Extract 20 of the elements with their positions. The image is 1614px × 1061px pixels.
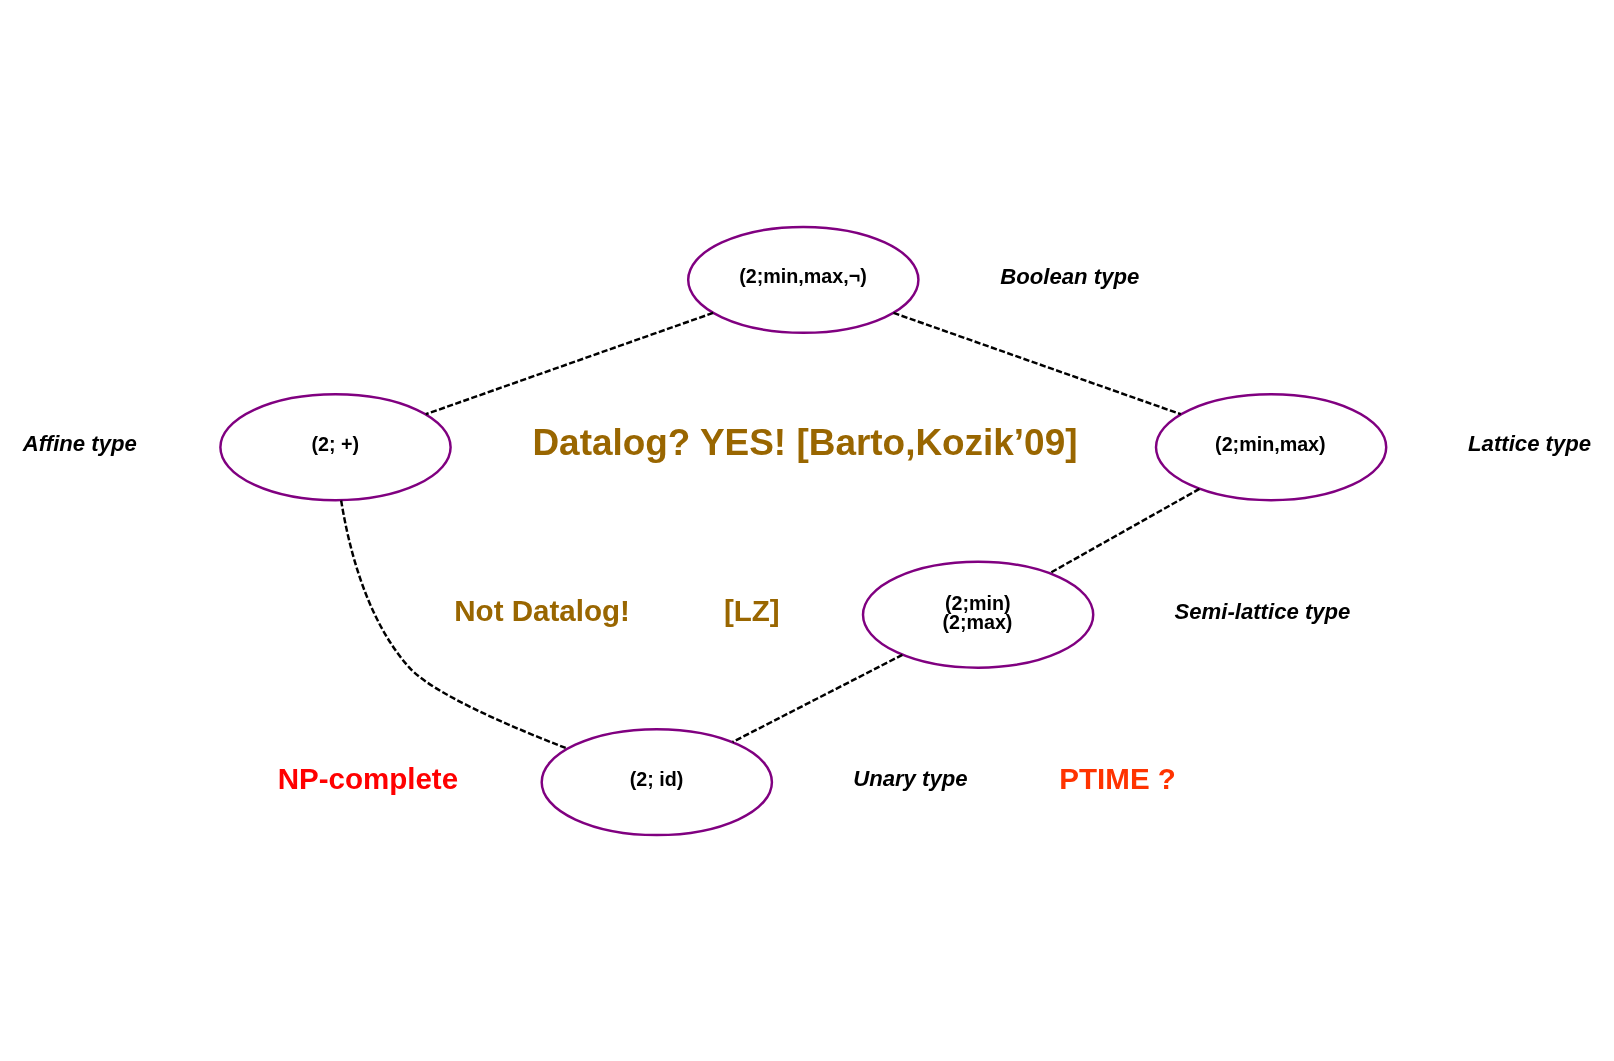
node-label: Affine type <box>22 430 137 456</box>
node-ellipse: (2; id) <box>540 727 774 836</box>
connector <box>1049 487 1201 574</box>
node-label: Boolean type <box>1000 263 1140 289</box>
node-label: Unary type <box>853 765 968 791</box>
label: [LZ] <box>723 593 780 627</box>
label: PTIME ? <box>1059 761 1176 795</box>
label: Datalog? YES! [Barto,Kozik’09] <box>532 421 1078 463</box>
connector <box>339 499 568 750</box>
node-ellipse: (2;min) (2;max) <box>861 560 1095 669</box>
node-ellipse: (2;min,max) <box>1154 392 1388 501</box>
connector <box>732 653 903 743</box>
node-label: Semi-lattice type <box>1174 598 1351 624</box>
node-ellipse: (2;min,max,¬) <box>686 225 920 334</box>
connector <box>893 311 1182 415</box>
connector <box>425 311 714 415</box>
node-label: Lattice type <box>1468 430 1592 456</box>
label: Not Datalog! <box>454 593 630 627</box>
label: NP-complete <box>277 761 459 795</box>
node-ellipse: (2; +) <box>219 392 452 501</box>
